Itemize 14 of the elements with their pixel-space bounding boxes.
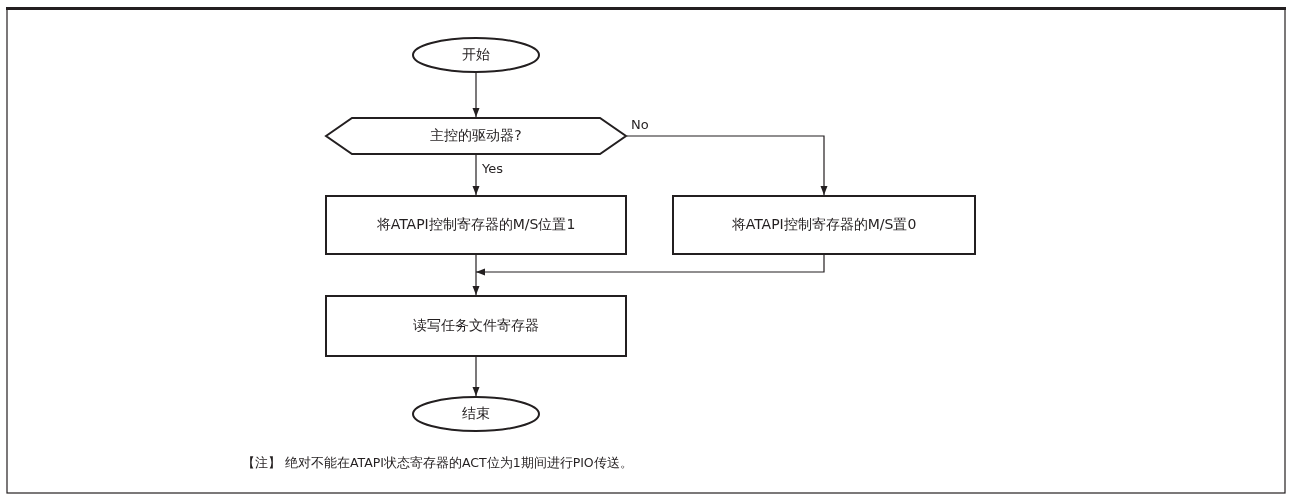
- process-box: 将ATAPI控制寄存器的M/S置0: [672, 195, 976, 255]
- arrow: [472, 356, 480, 397]
- process-box: 读写任务文件寄存器: [325, 295, 627, 357]
- terminal-oval: 结束: [412, 396, 540, 432]
- arrow: [472, 72, 480, 118]
- arrow: [626, 135, 828, 196]
- edge-label: No: [631, 118, 649, 131]
- arrow: [472, 154, 480, 196]
- process-box: 将ATAPI控制寄存器的M/S位置1: [325, 195, 627, 255]
- arrow: [475, 254, 825, 276]
- edge-label: Yes: [482, 162, 503, 175]
- terminal-oval: 开始: [412, 37, 540, 73]
- decision-hexagon: 主控的驱动器?: [325, 117, 627, 155]
- arrow: [472, 254, 480, 296]
